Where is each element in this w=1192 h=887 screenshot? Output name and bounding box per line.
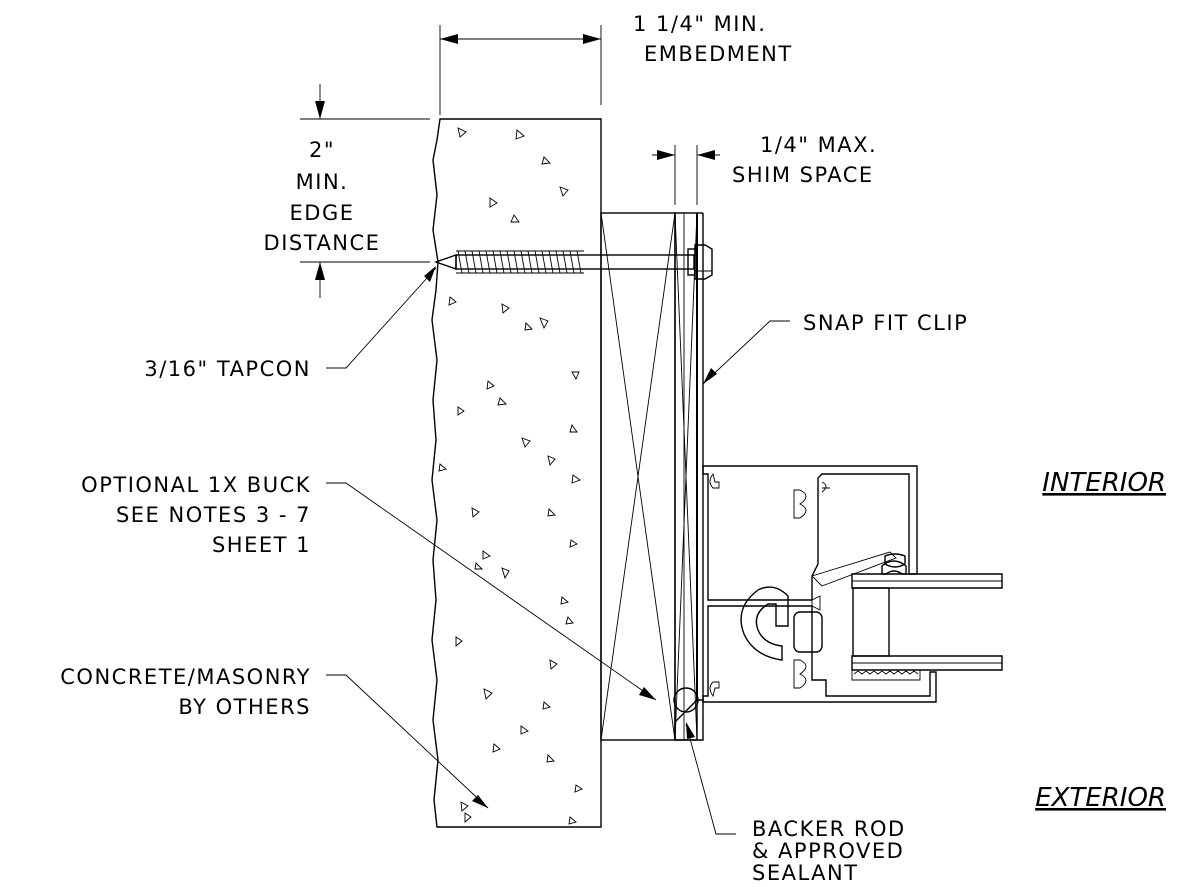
tapcon-screw: [433, 244, 713, 280]
wood-buck: [600, 212, 676, 741]
shim-space-dimension: [652, 145, 720, 205]
leader-snap-fit-clip: [702, 320, 790, 385]
concrete-label-line2: BY OTHERS: [178, 695, 311, 719]
leader-concrete: [326, 674, 489, 809]
frame-extrusion: [702, 465, 937, 703]
snap-fit-clip-label: SNAP FIT CLIP: [803, 311, 968, 335]
edge-distance-dimension: [300, 84, 430, 298]
embedment-label-line1: 1 1/4" MIN.: [633, 12, 766, 36]
leader-buck: [326, 482, 657, 701]
shim-space-label-line1: 1/4" MAX.: [760, 133, 877, 157]
shim-space: [674, 212, 698, 741]
edge-distance-label-line1: 2": [309, 138, 335, 162]
concrete-masonry-wall: [431, 118, 602, 828]
edge-distance-label-line2: MIN.: [296, 170, 349, 194]
leader-backer-rod: [685, 722, 736, 835]
concrete-label-line1: CONCRETE/MASONRY: [60, 665, 311, 689]
glazing-gasket: [740, 586, 823, 661]
backer-rod-label-line1: BACKER ROD: [752, 817, 906, 841]
backer-rod-label-line3: SEALANT: [752, 861, 859, 885]
embedment-label-line2: EMBEDMENT: [644, 42, 793, 66]
interior-label: INTERIOR: [1042, 468, 1166, 498]
buck-label-line3: SHEET 1: [212, 533, 311, 557]
edge-distance-label-line4: DISTANCE: [264, 231, 381, 255]
leader-tapcon: [326, 266, 437, 369]
aggregate-triangles: [438, 127, 583, 825]
exterior-label: EXTERIOR: [1035, 783, 1166, 813]
buck-label-line2: SEE NOTES 3 - 7: [116, 503, 311, 527]
glass-unit: [851, 553, 1003, 681]
screw-threads: [456, 250, 584, 274]
snap-fit-clip: [696, 212, 704, 700]
backer-rod-sealant: [673, 687, 704, 741]
backer-rod-label-line2: & APPROVED: [752, 839, 904, 863]
tapcon-label: 3/16" TAPCON: [144, 357, 311, 381]
buck-label-line1: OPTIONAL 1X BUCK: [81, 473, 311, 497]
edge-distance-label-line3: EDGE: [290, 201, 355, 225]
shim-space-label-line2: SHIM SPACE: [732, 163, 874, 187]
embedment-dimension: [439, 25, 602, 115]
